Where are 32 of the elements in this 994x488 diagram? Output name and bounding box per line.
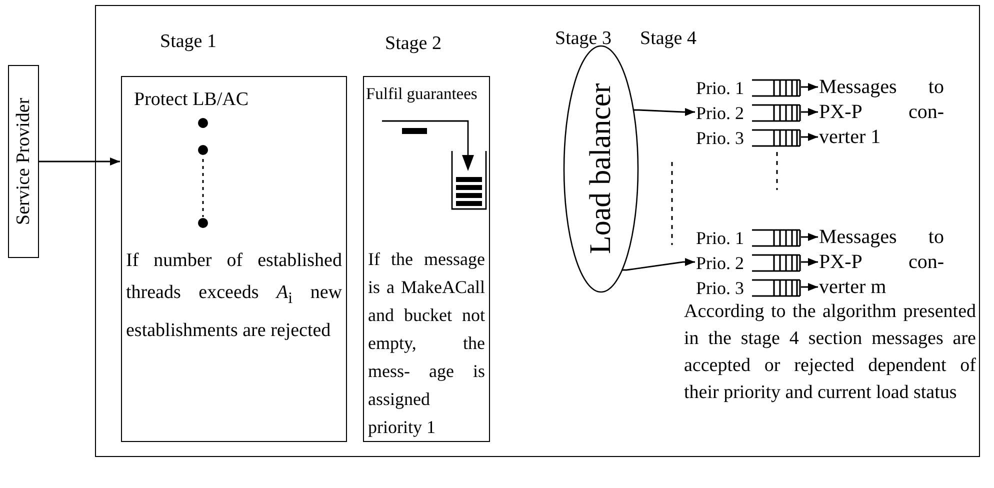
- priority-label: Prio. 3: [696, 277, 744, 299]
- arrow: [634, 108, 695, 116]
- node-label: Load balancer: [583, 82, 618, 256]
- process-box: [8, 65, 39, 258]
- arrow: [38, 158, 120, 166]
- arrow: [800, 283, 818, 291]
- frame-box: [95, 5, 980, 457]
- priority-label: Prio. 3: [696, 127, 744, 149]
- stage-label: Stage 2: [385, 32, 442, 56]
- priority-label: Prio. 1: [696, 227, 744, 249]
- arrow: [622, 258, 695, 271]
- box-heading: Fulfil guarantees: [365, 83, 478, 105]
- box-body-text: If number of established threads exceeds A$_{i}$ new establishments are rejected: [125, 249, 343, 343]
- node-label: Messages to PX-P con- verter m: [819, 225, 944, 300]
- arrow: [800, 258, 818, 266]
- stage-label: Stage 4: [640, 27, 696, 51]
- arrow: [800, 133, 818, 141]
- box-body-text: If the message is a MakeACall and bucket not empty, the mess- age is assigned priority 1: [367, 248, 486, 439]
- priority-label: Prio. 2: [696, 252, 744, 274]
- priority-label: Prio. 2: [696, 102, 744, 124]
- priority-label: Prio. 1: [696, 77, 744, 99]
- note-text: According to the algorithm presented in the stage 4 section messages are accepted or rejected dependent of their priority and current load status: [684, 300, 976, 405]
- stage-box: [121, 76, 347, 442]
- arrow: [800, 83, 818, 91]
- node-label: Service Provider: [12, 96, 35, 227]
- stage-box: [363, 76, 490, 442]
- node-label: Messages to PX-P con- verter 1: [819, 75, 944, 150]
- box-heading: Protect LB/AC: [133, 89, 250, 111]
- stage-label: Stage 3: [555, 27, 612, 51]
- arrow: [800, 108, 818, 116]
- arrow: [800, 233, 818, 241]
- stage-label: Stage 1: [160, 30, 216, 54]
